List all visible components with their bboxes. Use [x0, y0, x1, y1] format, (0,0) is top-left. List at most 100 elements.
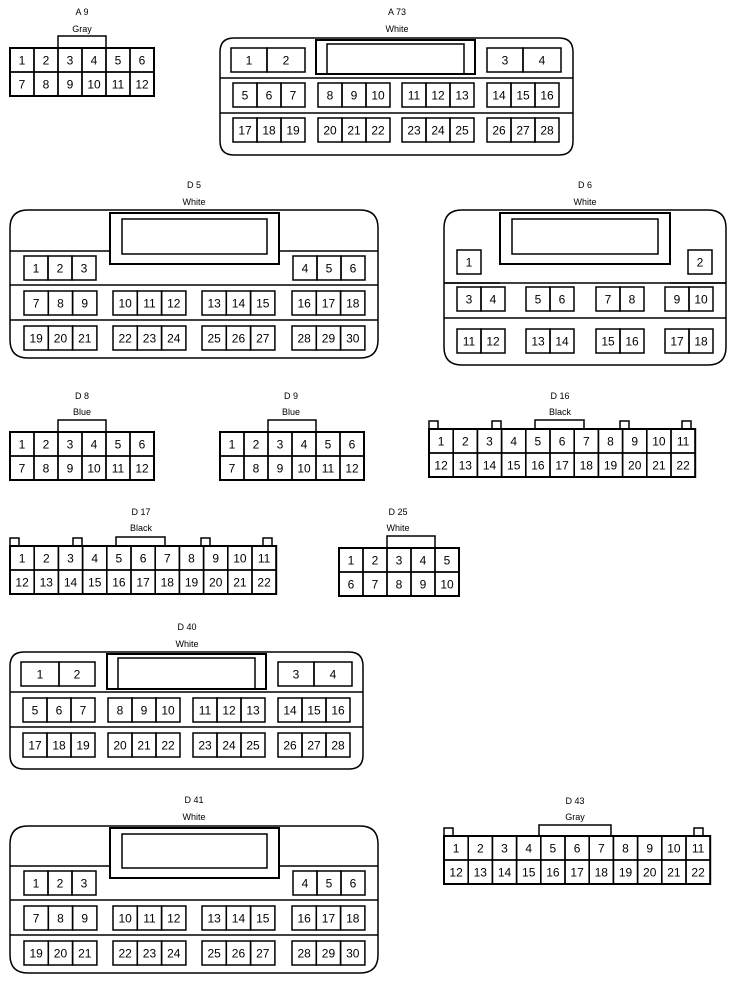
latch: [538, 824, 612, 836]
pin-number: 16: [331, 704, 345, 718]
pin-number: 28: [297, 947, 311, 961]
pin-number: 6: [559, 435, 566, 449]
lock-tab: [72, 537, 83, 547]
pin-box: [249, 290, 276, 316]
housing: [443, 835, 712, 885]
pin-number: 2: [43, 438, 50, 452]
pin-number: 7: [605, 293, 612, 307]
pin-number: 10: [233, 552, 247, 566]
pin-number: 11: [677, 435, 690, 449]
pin-number: 24: [431, 124, 445, 138]
pin-number: 8: [253, 462, 260, 476]
pin-number: 11: [692, 842, 705, 856]
pin-number: 13: [459, 459, 473, 473]
pin-box: [249, 325, 276, 351]
pin-number: 8: [622, 842, 629, 856]
housing: [9, 545, 278, 595]
latch: [534, 419, 585, 429]
pin-number: 10: [440, 578, 454, 592]
pin-box: [619, 286, 645, 312]
latch-frame: [109, 212, 280, 265]
pin-number: 12: [15, 576, 29, 590]
pin-box: [480, 328, 506, 354]
pin-box: [549, 328, 575, 354]
pin-number: 23: [407, 124, 421, 138]
pin-box: [280, 117, 306, 143]
pin-number: 8: [327, 89, 334, 103]
lock-tab: [200, 537, 211, 547]
pin-number: 11: [143, 912, 156, 926]
connector-color: Blue: [282, 407, 300, 417]
connector-name: D 43: [565, 796, 584, 806]
pin-number: 17: [670, 335, 684, 349]
pin-number: 7: [290, 89, 297, 103]
pin-number: 9: [674, 293, 681, 307]
pin-number: 5: [550, 842, 557, 856]
pin-number: 1: [19, 552, 26, 566]
pin-number: 15: [256, 297, 270, 311]
pin-number: 3: [396, 554, 403, 568]
pin-number: 4: [301, 438, 308, 452]
pin-number: 20: [643, 866, 657, 880]
pin-box: [339, 325, 366, 351]
pin-box: [71, 870, 97, 896]
pin-number: 9: [212, 552, 219, 566]
pin-number: 30: [346, 332, 360, 346]
connector-color: Blue: [73, 407, 91, 417]
pin-number: 26: [492, 124, 506, 138]
pin-number: 5: [325, 438, 332, 452]
pin-number: 22: [257, 576, 271, 590]
pin-number: 20: [113, 739, 127, 753]
pin-number: 20: [209, 576, 223, 590]
pin-number: 8: [43, 78, 50, 92]
pin-number: 15: [256, 912, 270, 926]
pin-number: 11: [463, 335, 476, 349]
pin-number: 6: [348, 578, 355, 592]
pin-number: 1: [466, 256, 473, 270]
pin-box: [688, 286, 714, 312]
pin-number: 5: [326, 877, 333, 891]
connector-color: White: [182, 197, 205, 207]
pin-box: [339, 905, 366, 931]
pin-number: 4: [490, 293, 497, 307]
pin-number: 24: [167, 332, 181, 346]
pin-number: 20: [628, 459, 642, 473]
pin-number: 12: [434, 459, 448, 473]
pin-number: 13: [207, 912, 221, 926]
pin-number: 2: [253, 438, 260, 452]
pin-number: 1: [246, 54, 253, 68]
pin-number: 17: [28, 739, 42, 753]
pin-number: 10: [297, 462, 311, 476]
housing: [443, 209, 727, 366]
pin-box: [687, 249, 713, 275]
pin-box: [534, 82, 560, 108]
connector-name: D 16: [550, 391, 569, 401]
pin-number: 12: [449, 866, 463, 880]
pin-number: 14: [555, 335, 569, 349]
pin-number: 4: [302, 877, 309, 891]
connector-name: D 9: [284, 391, 298, 401]
pin-number: 21: [78, 332, 92, 346]
pin-number: 10: [371, 89, 385, 103]
pin-number: 10: [118, 912, 132, 926]
latch: [267, 419, 317, 432]
